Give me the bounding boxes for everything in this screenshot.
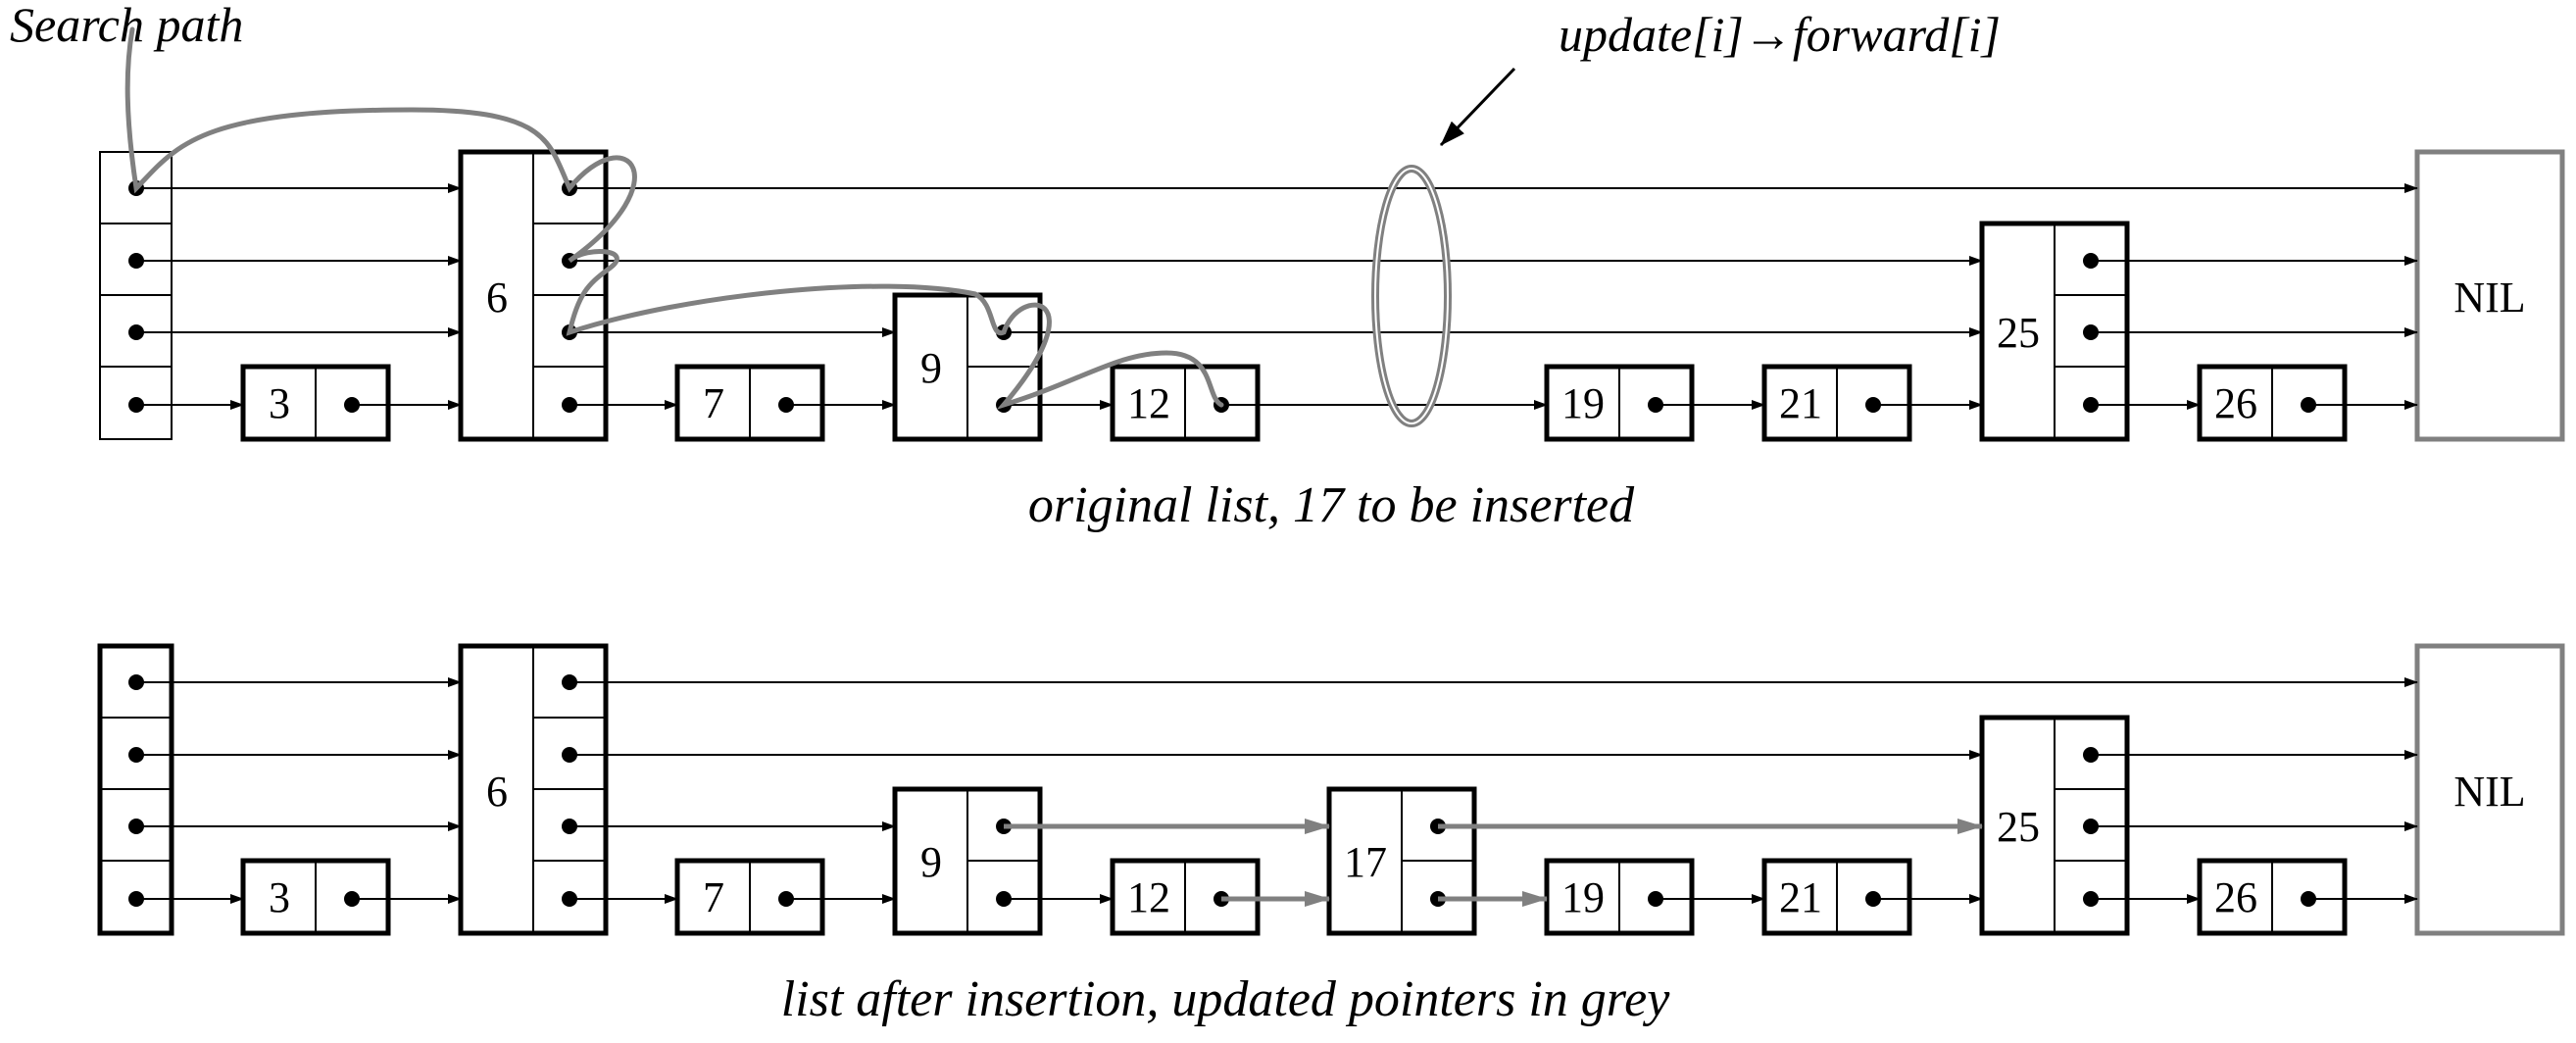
list-node-7: 7 (674, 364, 825, 442)
list-node-26: 26 (2197, 364, 2348, 442)
list-node-12: 12 (1110, 364, 1261, 442)
search-path-label: Search path (10, 0, 243, 52)
node-key: 21 (1779, 873, 1822, 921)
node-key: 6 (486, 768, 508, 816)
node-key: 12 (1127, 379, 1170, 427)
list-node-7: 7 (674, 858, 825, 936)
original-list-caption: original list, 17 to be inserted (1028, 477, 1635, 533)
node-key: 25 (1997, 803, 2040, 851)
header-node (97, 643, 174, 936)
list-node-21: 21 (1761, 858, 1912, 936)
list-node-26: 26 (2197, 858, 2348, 936)
list-node-17: 17 (1326, 786, 1477, 936)
update-forward-ring (1371, 165, 1452, 427)
search-path-curve (124, 26, 1224, 410)
list-node-9: 9 (892, 786, 1043, 936)
node-key: 6 (486, 273, 508, 322)
node-key: 21 (1779, 379, 1822, 427)
node-key: 9 (920, 344, 942, 392)
nil-label: NIL (2453, 273, 2525, 322)
list-node-21: 21 (1761, 364, 1912, 442)
node-key: 26 (2214, 379, 2257, 427)
node-key: 7 (703, 379, 724, 427)
header-node (99, 151, 173, 440)
list-node-19: 19 (1544, 364, 1695, 442)
list-node-3: 3 (240, 364, 391, 442)
nil-label: NIL (2453, 768, 2525, 816)
node-key: 7 (703, 873, 724, 921)
list-node-3: 3 (240, 858, 391, 936)
original-list-diagram: 3 6 7 9 (10, 0, 2565, 533)
list-node-6: 6 (458, 643, 609, 936)
node-key: 9 (920, 838, 942, 886)
node-key: 3 (269, 379, 290, 427)
update-forward-label: update[i]→forward[i] (1559, 7, 2001, 62)
node-key: 17 (1344, 838, 1387, 886)
forward-pointers (136, 183, 2418, 410)
node-key: 3 (269, 873, 290, 921)
nil-node: NIL (2414, 149, 2565, 442)
node-key: 26 (2214, 873, 2257, 921)
list-node-19: 19 (1544, 858, 1695, 936)
node-key: 19 (1561, 873, 1605, 921)
inserted-list-diagram: 3 6 7 9 (97, 643, 2565, 1027)
forward-pointers (136, 677, 2418, 904)
node-key: 12 (1127, 873, 1170, 921)
inserted-list-caption: list after insertion, updated pointers i… (781, 971, 1670, 1027)
list-node-9: 9 (892, 292, 1043, 442)
node-key: 19 (1561, 379, 1605, 427)
updated-pointers (1004, 819, 1983, 907)
annotation-arrow (1439, 67, 1516, 147)
nil-node: NIL (2414, 643, 2565, 936)
node-key: 25 (1997, 309, 2040, 357)
